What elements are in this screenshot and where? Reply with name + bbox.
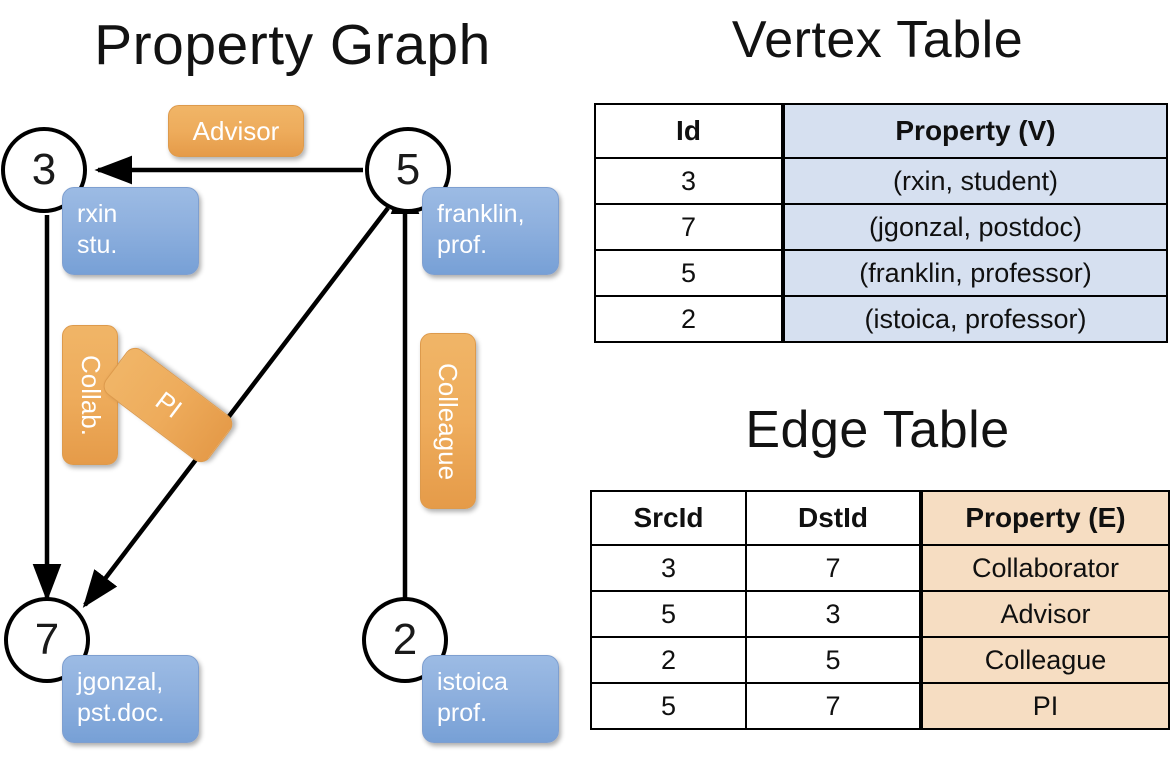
edge-row-1-src: 5 [590, 590, 747, 638]
table-row[interactable]: 2 5 Colleague [590, 636, 1170, 684]
edge-row-2-property: Colleague [919, 636, 1170, 684]
node-property-box-3-line2: stu. [77, 231, 118, 259]
graph-edge-lines [32, 155, 420, 608]
vertex-table-header-id: Id [594, 103, 784, 159]
edge-row-2-dst: 5 [745, 636, 922, 684]
node-property-box-7-line2: pst.doc. [77, 699, 165, 727]
node-property-box-5[interactable]: franklin, prof. [422, 187, 559, 275]
table-row[interactable]: 2 (istoica, professor) [594, 295, 1168, 343]
page-title-property-graph: Property Graph [94, 13, 491, 77]
table-row[interactable]: 5 7 PI [590, 682, 1170, 730]
edge-row-0-dst: 7 [745, 544, 922, 592]
page-title-edge-table: Edge Table [745, 401, 1010, 459]
table-header-row: SrcId DstId Property (E) [590, 490, 1170, 546]
edge-row-3-property: PI [919, 682, 1170, 730]
edge-table-header-dstid: DstId [745, 490, 922, 546]
node-property-box-2-line2: prof. [437, 699, 488, 727]
edge-line-pi [82, 206, 390, 608]
vertex-row-2-property: (franklin, professor) [781, 249, 1168, 297]
vertex-row-2-id: 5 [594, 249, 784, 297]
table-row[interactable]: 3 7 Collaborator [590, 544, 1170, 592]
table-row[interactable]: 5 (franklin, professor) [594, 249, 1168, 297]
vertex-table-header-property: Property (V) [781, 103, 1168, 159]
page-title-vertex-table: Vertex Table [731, 11, 1024, 69]
vertex-row-0-id: 3 [594, 157, 784, 205]
vertex-row-0-property: (rxin, student) [781, 157, 1168, 205]
node-property-box-7-line1: jgonzal, [77, 668, 164, 696]
edge-label-pi-text: PI [149, 385, 188, 424]
edge-row-3-src: 5 [590, 682, 747, 730]
table-row[interactable]: 7 (jgonzal, postdoc) [594, 203, 1168, 251]
edge-row-1-dst: 3 [745, 590, 922, 638]
graph-node-5-label: 5 [395, 145, 421, 194]
graph-node-7-label: 7 [34, 615, 60, 664]
edge-table-header-srcid: SrcId [590, 490, 747, 546]
graph-node-3-label: 3 [31, 145, 57, 194]
node-property-box-2[interactable]: istoica prof. [422, 655, 559, 743]
edge-row-3-dst: 7 [745, 682, 922, 730]
property-graph-canvas: Advisor Collab. PI Colleague 3 5 7 2 rxi… [0, 90, 585, 760]
node-property-box-2-line1: istoica [437, 668, 508, 696]
table-row[interactable]: 5 3 Advisor [590, 590, 1170, 638]
table-header-row: Id Property (V) [594, 103, 1168, 159]
edge-row-1-property: Advisor [919, 590, 1170, 638]
edge-table-header-property: Property (E) [919, 490, 1170, 546]
node-property-box-7[interactable]: jgonzal, pst.doc. [62, 655, 199, 743]
edge-table: SrcId DstId Property (E) 3 7 Collaborato… [590, 490, 1170, 730]
node-property-box-3[interactable]: rxin stu. [62, 187, 199, 275]
graph-node-7[interactable]: 7 [4, 597, 90, 683]
edge-row-2-src: 2 [590, 636, 747, 684]
table-row[interactable]: 3 (rxin, student) [594, 157, 1168, 205]
graph-node-5[interactable]: 5 [365, 127, 451, 213]
node-property-box-5-line1: franklin, [437, 200, 525, 228]
vertex-row-3-id: 2 [594, 295, 784, 343]
vertex-row-1-id: 7 [594, 203, 784, 251]
node-property-box-5-line2: prof. [437, 231, 488, 259]
vertex-table: Id Property (V) 3 (rxin, student) 7 (jgo… [594, 103, 1168, 343]
edge-label-advisor-text: Advisor [192, 115, 280, 146]
edge-label-collab-text: Collab. [75, 354, 106, 436]
vertex-row-1-property: (jgonzal, postdoc) [781, 203, 1168, 251]
node-property-box-3-line1: rxin [77, 200, 118, 228]
vertex-row-3-property: (istoica, professor) [781, 295, 1168, 343]
graph-node-2-label: 2 [392, 615, 418, 664]
edge-label-advisor[interactable]: Advisor [168, 105, 304, 157]
edge-row-0-src: 3 [590, 544, 747, 592]
edge-row-0-property: Collaborator [919, 544, 1170, 592]
edge-label-colleague[interactable]: Colleague [420, 333, 476, 509]
edge-label-colleague-text: Colleague [433, 362, 464, 480]
